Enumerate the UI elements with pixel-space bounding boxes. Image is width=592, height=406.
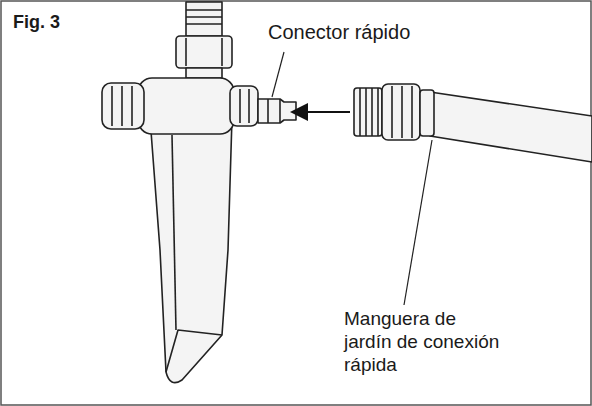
figure-title: Fig. 3: [13, 12, 60, 34]
part-label: Conector rápido: [268, 20, 410, 44]
part-label: Manguera de jardín de conexión rápida: [344, 308, 503, 376]
leader-line: [404, 140, 432, 305]
leader-line: [272, 52, 284, 97]
sprinkler-valve: [102, 2, 296, 383]
garden-hose: [354, 84, 592, 162]
direction-arrow: [290, 103, 350, 121]
